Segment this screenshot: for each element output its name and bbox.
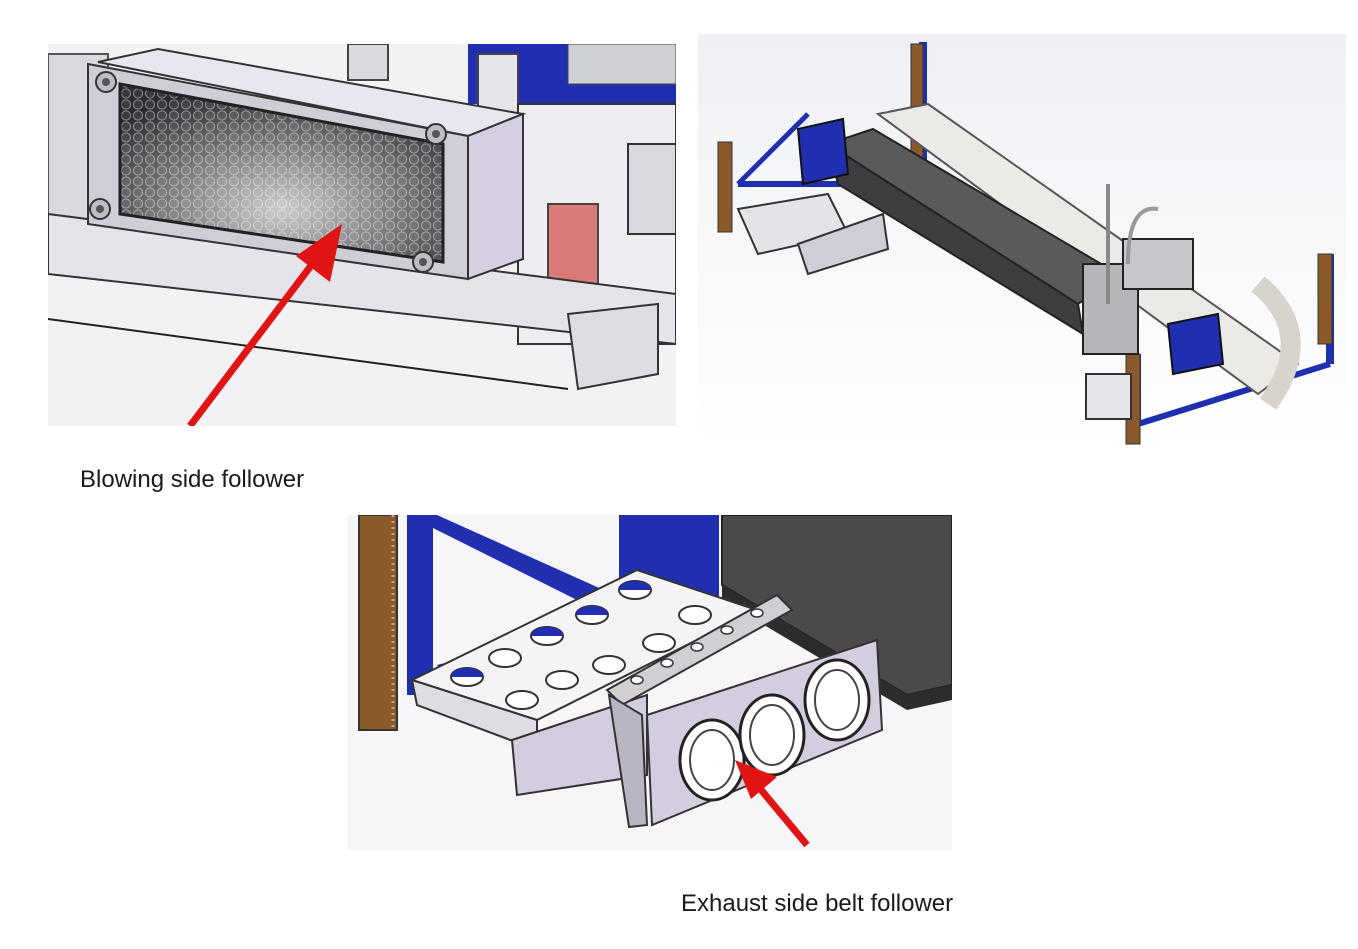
blowing-side-caption: Blowing side follower xyxy=(80,466,305,493)
blowing-side-follower-drawing xyxy=(48,44,676,426)
exhaust-side-caption: Exhaust side belt follower xyxy=(681,890,954,917)
blowing-side-follower-render xyxy=(48,44,676,426)
exhaust-side-belt-follower-drawing xyxy=(358,515,952,848)
machine-overview-drawing xyxy=(717,42,1334,445)
pointer-arrow xyxy=(187,256,319,426)
machine-overview-render xyxy=(698,34,1346,448)
pointer-arrow xyxy=(754,782,810,848)
exhaust-side-belt-follower-render xyxy=(347,515,952,850)
